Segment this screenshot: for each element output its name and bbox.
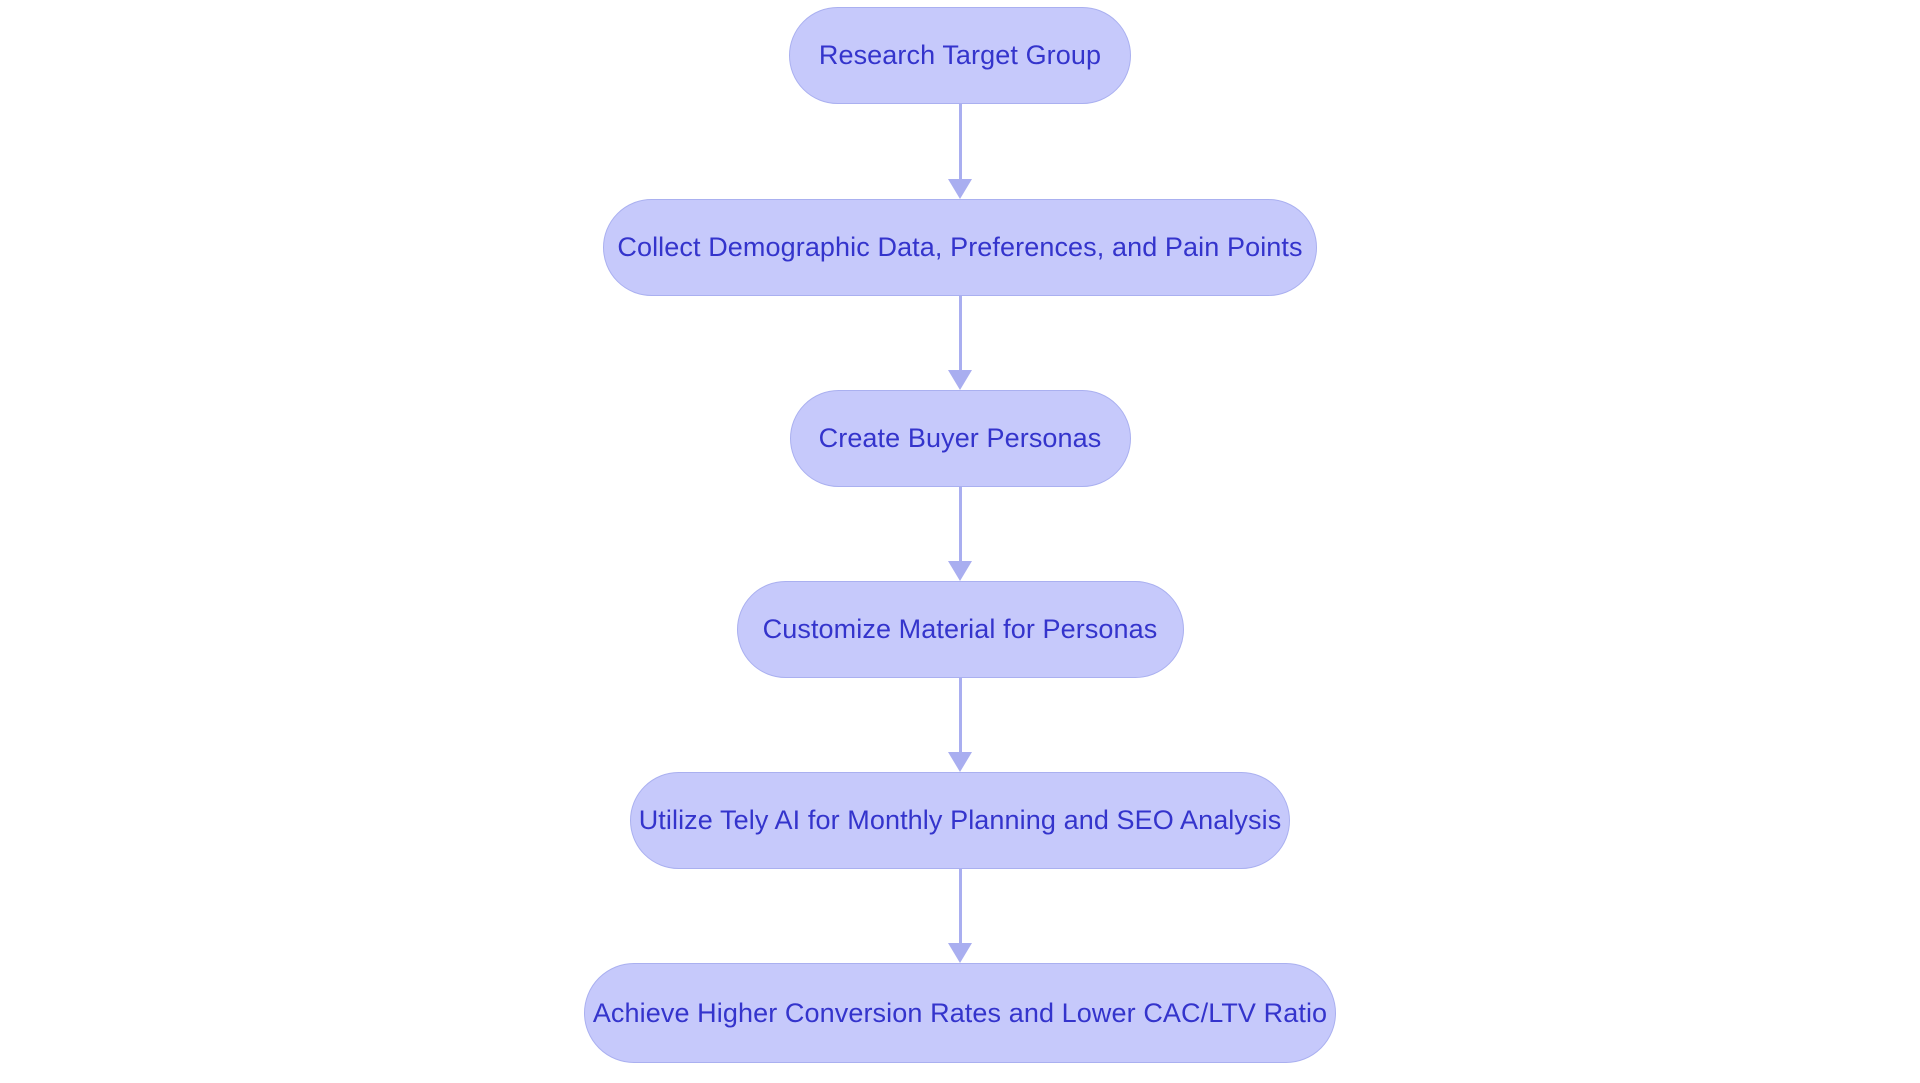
arrow-head-icon (948, 561, 972, 581)
connector-arrow-5 (947, 869, 973, 963)
connector-line (958, 678, 962, 753)
connector-arrow-4 (947, 678, 973, 772)
node-label: Research Target Group (818, 40, 1102, 70)
node-collect-demographic-data[interactable]: Collect Demographic Data, Preferences, a… (603, 199, 1317, 296)
arrow-head-icon (948, 370, 972, 390)
node-achieve-higher-conversion[interactable]: Achieve Higher Conversion Rates and Lowe… (584, 963, 1336, 1063)
node-utilize-tely-ai[interactable]: Utilize Tely AI for Monthly Planning and… (630, 772, 1290, 869)
node-research-target-group[interactable]: Research Target Group (789, 7, 1131, 104)
connector-line (958, 296, 962, 371)
node-label: Create Buyer Personas (818, 423, 1102, 453)
connector-line (958, 869, 962, 944)
node-label: Collect Demographic Data, Preferences, a… (617, 232, 1303, 262)
node-create-buyer-personas[interactable]: Create Buyer Personas (789, 390, 1131, 487)
connector-arrow-1 (947, 104, 973, 199)
arrow-head-icon (948, 943, 972, 963)
node-label: Customize Material for Personas (762, 614, 1158, 644)
connector-arrow-2 (947, 296, 973, 390)
connector-line (958, 487, 962, 562)
connector-line (958, 104, 962, 180)
connector-arrow-3 (947, 487, 973, 581)
arrow-head-icon (948, 752, 972, 772)
node-label: Utilize Tely AI for Monthly Planning and… (638, 805, 1282, 835)
arrow-head-icon (948, 179, 972, 199)
node-customize-material[interactable]: Customize Material for Personas (736, 581, 1184, 678)
node-label: Achieve Higher Conversion Rates and Lowe… (592, 997, 1328, 1028)
